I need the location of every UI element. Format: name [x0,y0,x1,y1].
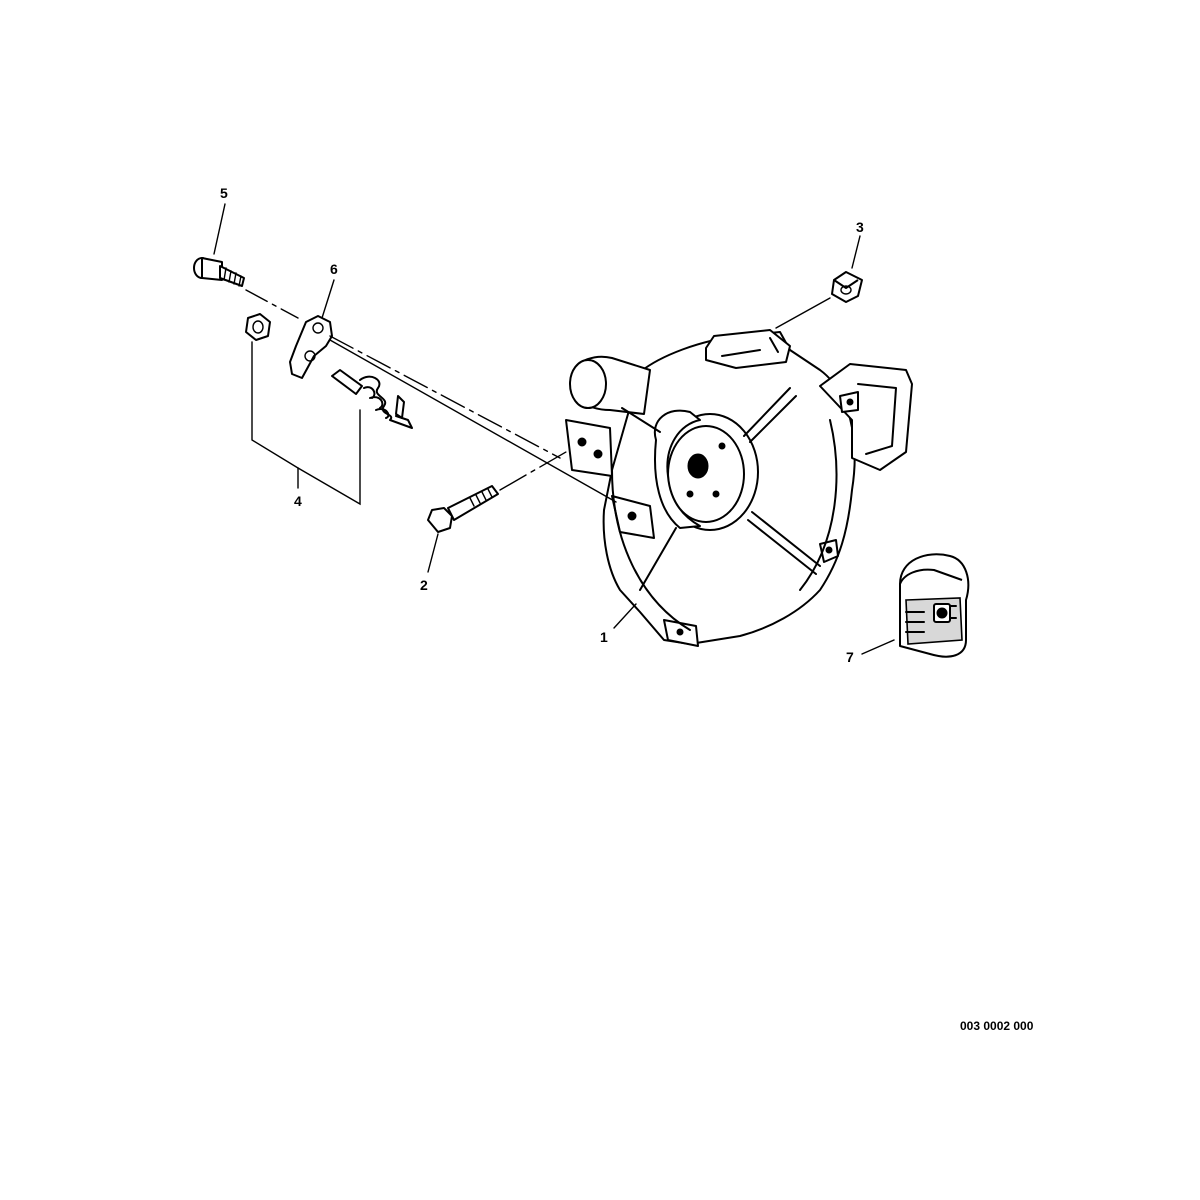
part-2-bolt[interactable] [427,485,499,533]
callout-5: 5 [220,185,228,201]
leader-lines [213,203,895,655]
callout-3: 3 [856,219,864,235]
part-3-square-nut[interactable] [831,271,863,303]
part-7-clutch[interactable] [899,553,970,658]
callout-7: 7 [846,649,854,665]
spring-assembly[interactable] [331,369,413,429]
part-5-bolt[interactable] [193,257,245,287]
hex-nut[interactable] [245,313,271,341]
callout-4: 4 [294,493,302,509]
callout-1: 1 [600,629,608,645]
part-6-plate[interactable] [289,315,333,379]
part-1-fan-housing[interactable] [565,329,913,647]
callout-2: 2 [420,577,428,593]
callout-6: 6 [330,261,338,277]
drawing-number: 003 0002 000 [960,1019,1034,1033]
